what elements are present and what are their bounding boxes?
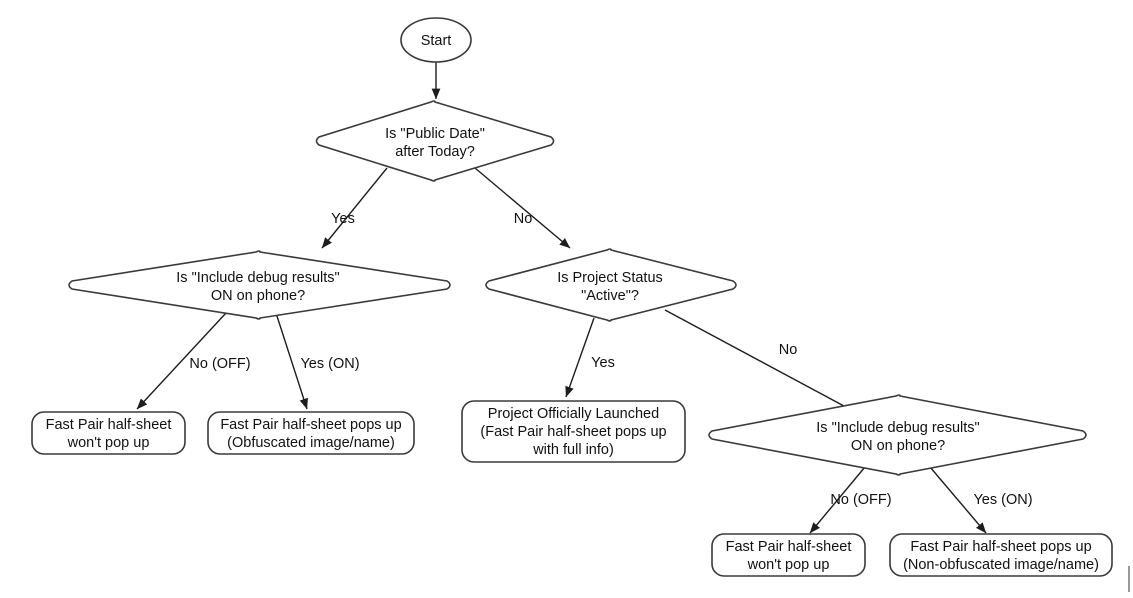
debug-right-label-line1: Is "Include debug results" bbox=[816, 420, 979, 436]
edge-public-date-yes bbox=[321, 167, 388, 249]
project-status-label-line2: "Active"? bbox=[581, 288, 639, 304]
edge-label-debug-left-yes: Yes (ON) bbox=[300, 356, 359, 372]
public-date-label-line1: Is "Public Date" bbox=[385, 126, 485, 142]
result-left-yes-line1: Fast Pair half-sheet pops up bbox=[220, 417, 401, 433]
edge-debug-left-yes bbox=[275, 312, 308, 410]
result-right-yes-line1: Fast Pair half-sheet pops up bbox=[910, 539, 1091, 555]
start-ellipse-shape bbox=[400, 17, 472, 63]
debug-right-label-line2: ON on phone? bbox=[851, 438, 945, 454]
edge-label-project-status-no: No bbox=[779, 342, 798, 358]
node-decision-debug-left[interactable]: Is "Include debug results" ON on phone? bbox=[68, 250, 451, 320]
edge-project-status-yes bbox=[565, 317, 595, 398]
project-status-label-line1: Is Project Status bbox=[557, 270, 663, 286]
public-date-label-line2: after Today? bbox=[395, 144, 475, 160]
result-launched-shape bbox=[461, 400, 686, 463]
start-label: Start bbox=[421, 33, 452, 49]
edge-label-debug-left-no: No (OFF) bbox=[189, 356, 250, 372]
node-result-launched[interactable]: Project Officially Launched (Fast Pair h… bbox=[461, 400, 686, 463]
result-right-yes-shape bbox=[889, 533, 1113, 577]
result-right-no-line2: won't pop up bbox=[747, 557, 830, 573]
result-launched-line2: (Fast Pair half-sheet pops up bbox=[480, 424, 666, 440]
node-result-left-no[interactable]: Fast Pair half-sheet won't pop up bbox=[31, 411, 186, 455]
debug-right-diamond-shape bbox=[708, 394, 1087, 476]
edge-label-public-date-yes: Yes bbox=[331, 211, 355, 227]
result-left-no-line1: Fast Pair half-sheet bbox=[46, 417, 172, 433]
edge-label-debug-right-yes: Yes (ON) bbox=[973, 492, 1032, 508]
node-decision-debug-right[interactable]: Is "Include debug results" ON on phone? bbox=[708, 394, 1087, 476]
edge-project-status-no bbox=[664, 309, 858, 414]
edge-debug-left-no bbox=[136, 312, 227, 410]
node-start[interactable]: Start bbox=[400, 17, 472, 63]
edge-label-project-status-yes: Yes bbox=[591, 355, 615, 371]
result-right-no-shape bbox=[711, 533, 866, 577]
result-left-yes-shape bbox=[207, 411, 415, 455]
project-status-diamond-shape bbox=[485, 248, 737, 322]
public-date-diamond-shape bbox=[315, 100, 555, 182]
result-launched-line1: Project Officially Launched bbox=[488, 406, 659, 422]
edge-label-debug-right-no: No (OFF) bbox=[830, 492, 891, 508]
node-result-left-yes[interactable]: Fast Pair half-sheet pops up (Obfuscated… bbox=[207, 411, 415, 455]
edge-label-public-date-no: No bbox=[514, 211, 533, 227]
node-decision-public-date[interactable]: Is "Public Date" after Today? bbox=[315, 100, 555, 182]
debug-left-diamond-shape bbox=[68, 250, 451, 320]
result-right-no-line1: Fast Pair half-sheet bbox=[726, 539, 852, 555]
result-left-yes-line2: (Obfuscated image/name) bbox=[227, 435, 395, 451]
node-decision-project-status[interactable]: Is Project Status "Active"? bbox=[485, 248, 737, 322]
edge-debug-right-yes bbox=[929, 466, 987, 534]
node-result-right-no[interactable]: Fast Pair half-sheet won't pop up bbox=[711, 533, 866, 577]
node-result-right-yes[interactable]: Fast Pair half-sheet pops up (Non-obfusc… bbox=[889, 533, 1113, 577]
debug-left-label-line1: Is "Include debug results" bbox=[176, 270, 339, 286]
debug-left-label-line2: ON on phone? bbox=[211, 288, 305, 304]
edge-public-date-no bbox=[474, 167, 571, 249]
edge-debug-right-no bbox=[809, 466, 866, 534]
result-launched-line3: with full info) bbox=[532, 442, 614, 458]
result-left-no-shape bbox=[31, 411, 186, 455]
result-left-no-line2: won't pop up bbox=[67, 435, 150, 451]
edges-layer: Yes No No (OFF) Yes (ON) Yes No No (OFF)… bbox=[136, 62, 1033, 534]
result-right-yes-line2: (Non-obfuscated image/name) bbox=[903, 557, 1099, 573]
